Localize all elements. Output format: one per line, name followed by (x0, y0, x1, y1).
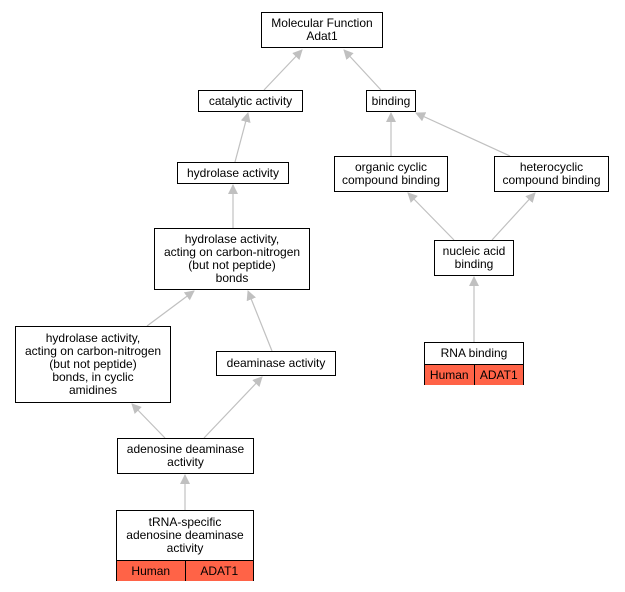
node-catalytic-activity-label: catalytic activity (208, 93, 293, 108)
node-cyclic-line3: (but not peptide) (49, 357, 137, 371)
node-cyclic-line2: acting on carbon-nitrogen (24, 344, 162, 358)
node-nucleic-line1: nucleic acid (442, 244, 506, 258)
node-heterocyclic-line2: compound binding (502, 173, 601, 187)
edge-adenosine-to-deaminase (203, 376, 263, 439)
node-root-line1: Molecular Function (271, 16, 373, 30)
node-trna-line3: activity (166, 541, 204, 555)
node-nucleic-acid-binding[interactable]: nucleic acid binding (434, 240, 514, 276)
node-binding-label: binding (371, 93, 411, 108)
node-binding[interactable]: binding (366, 90, 416, 112)
node-hydrolase-carbon-nitrogen[interactable]: hydrolase activity, acting on carbon-nit… (154, 228, 310, 290)
node-hydrolase-cyclic-amidines[interactable]: hydrolase activity, acting on carbon-nit… (15, 326, 171, 403)
node-cyclic-line4: bonds, in cyclic (52, 370, 134, 384)
edge-catalytic-to-root (263, 49, 303, 91)
species-badge[interactable]: Human (425, 365, 474, 385)
node-hydrolase-activity-label: hydrolase activity (186, 165, 280, 180)
edge-nucleic-to-heterocyclic (491, 192, 536, 241)
node-nucleic-line2: binding (454, 257, 494, 271)
node-trna-title: tRNA-specific adenosine deaminase activi… (117, 511, 253, 561)
node-adenosine-line1: adenosine deaminase (126, 442, 245, 456)
node-molecular-function-root[interactable]: Molecular Function Adat1 (261, 12, 383, 48)
edge-nucleic-to-organic (407, 192, 455, 241)
node-rna-binding[interactable]: RNA binding Human ADAT1 (424, 342, 524, 385)
species-badge[interactable]: Human (117, 561, 185, 581)
node-trna-specific-adenosine-deaminase[interactable]: tRNA-specific adenosine deaminase activi… (116, 510, 254, 581)
node-organic-line2: compound binding (341, 173, 441, 187)
node-trna-line2: adenosine deaminase (126, 528, 244, 542)
node-cyclic-line5: amidines (68, 383, 118, 397)
node-organic-line1: organic cyclic (354, 160, 428, 174)
gene-badge[interactable]: ADAT1 (473, 365, 523, 385)
node-adenosine-deaminase-activity[interactable]: adenosine deaminase activity (117, 438, 254, 474)
node-adenosine-line2: activity (167, 455, 204, 469)
node-trna-line1: tRNA-specific (148, 515, 222, 529)
node-catalytic-activity[interactable]: catalytic activity (198, 90, 303, 112)
edge-deaminase-to-hydrolase-cn (246, 290, 273, 352)
node-deaminase-activity-label: deaminase activity (226, 356, 326, 370)
node-rna-binding-label: RNA binding (440, 346, 508, 360)
node-deaminase-activity[interactable]: deaminase activity (216, 351, 336, 376)
node-hydrolase-cn-line4: bonds (215, 271, 249, 285)
edge-binding-to-root (343, 49, 382, 91)
edge-hydrolase-to-catalytic (234, 112, 251, 163)
node-heterocyclic-line1: heterocyclic (519, 160, 584, 174)
node-hydrolase-cn-line2: acting on carbon-nitrogen (163, 245, 301, 259)
edge-heterocyclic-to-binding (415, 112, 511, 157)
node-hydrolase-cn-line3: (but not peptide) (188, 258, 276, 272)
node-heterocyclic-compound-binding[interactable]: heterocyclic compound binding (494, 156, 609, 192)
node-root-line2: Adat1 (306, 29, 338, 43)
node-hydrolase-cn-line1: hydrolase activity, (184, 232, 280, 246)
node-rna-binding-title: RNA binding (425, 343, 523, 365)
node-hydrolase-activity[interactable]: hydrolase activity (177, 162, 289, 184)
gene-badge[interactable]: ADAT1 (184, 561, 253, 581)
node-cyclic-line1: hydrolase activity, (45, 331, 141, 345)
edge-adenosine-to-cyclic (131, 403, 166, 439)
edge-cyclic-to-hydrolase-cn (146, 290, 195, 327)
annotation-row-trna: Human ADAT1 (117, 561, 253, 581)
node-organic-cyclic-compound-binding[interactable]: organic cyclic compound binding (334, 156, 448, 192)
annotation-row-rna-binding: Human ADAT1 (425, 365, 523, 385)
